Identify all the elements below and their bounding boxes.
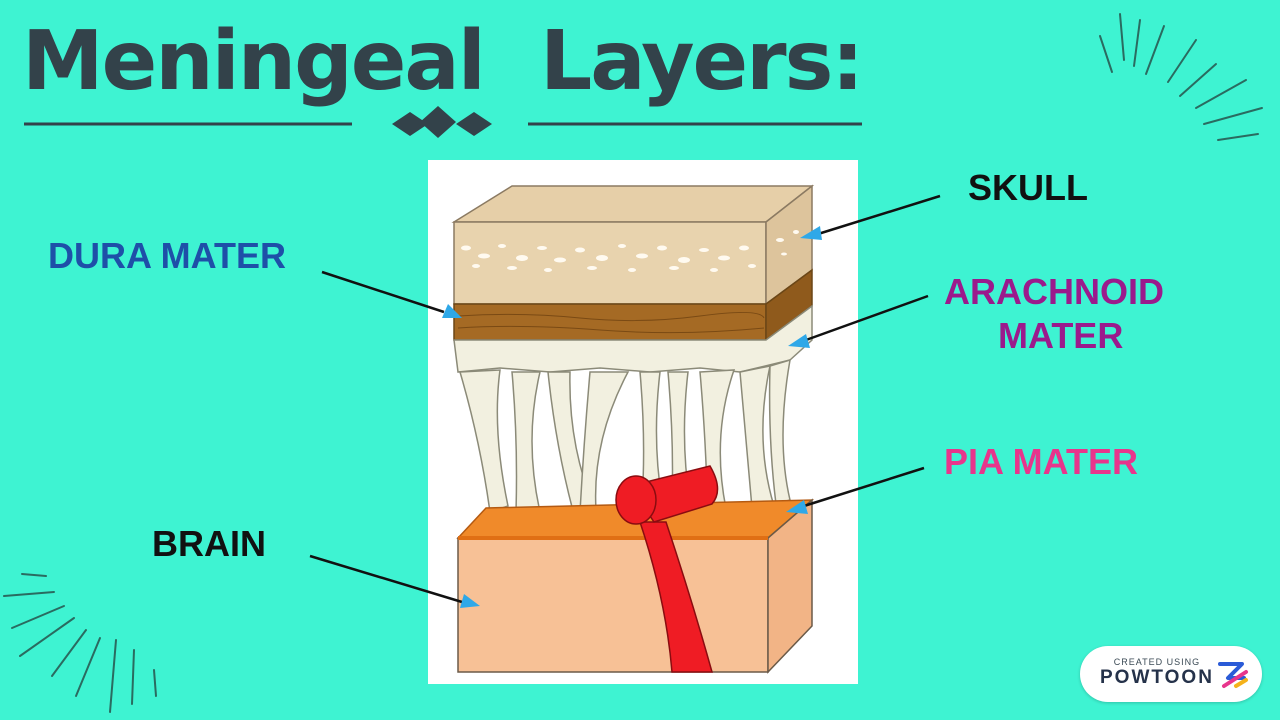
blood-vessel bbox=[638, 521, 713, 673]
title-meningeal: Meningeal bbox=[22, 14, 486, 109]
label-brain: BRAIN bbox=[152, 523, 266, 564]
arachnoid-membrane bbox=[453, 304, 813, 373]
diamond-ornament bbox=[392, 106, 492, 138]
arrow-brain bbox=[309, 554, 480, 608]
powtoon-watermark[interactable]: CREATED USING POWTOON bbox=[1080, 646, 1262, 702]
burst-bottom-left bbox=[3, 573, 157, 713]
burst-top-right bbox=[1099, 13, 1263, 141]
label-dura-mater: DURA MATER bbox=[48, 235, 286, 276]
arrow-pia bbox=[786, 466, 925, 514]
watermark-created-using: CREATED USING bbox=[1113, 657, 1201, 667]
label-skull: SKULL bbox=[968, 167, 1088, 208]
dura-front-face bbox=[453, 303, 767, 341]
title-layers: Layers: bbox=[540, 14, 864, 109]
dura-grain bbox=[457, 311, 765, 334]
arrow-arachnoid bbox=[788, 294, 929, 348]
powtoon-logo-icon bbox=[1218, 662, 1248, 688]
label-arachnoid-line1: ARACHNOID bbox=[944, 271, 1164, 312]
skull-pores bbox=[461, 230, 799, 272]
label-pia-mater: PIA MATER bbox=[944, 441, 1138, 482]
label-arachnoid-line2: MATER bbox=[998, 315, 1124, 356]
watermark-brand: POWTOON bbox=[1100, 667, 1214, 688]
arrow-skull bbox=[800, 194, 941, 240]
blood-vessel-opening bbox=[615, 475, 657, 525]
arrow-dura bbox=[321, 270, 462, 318]
